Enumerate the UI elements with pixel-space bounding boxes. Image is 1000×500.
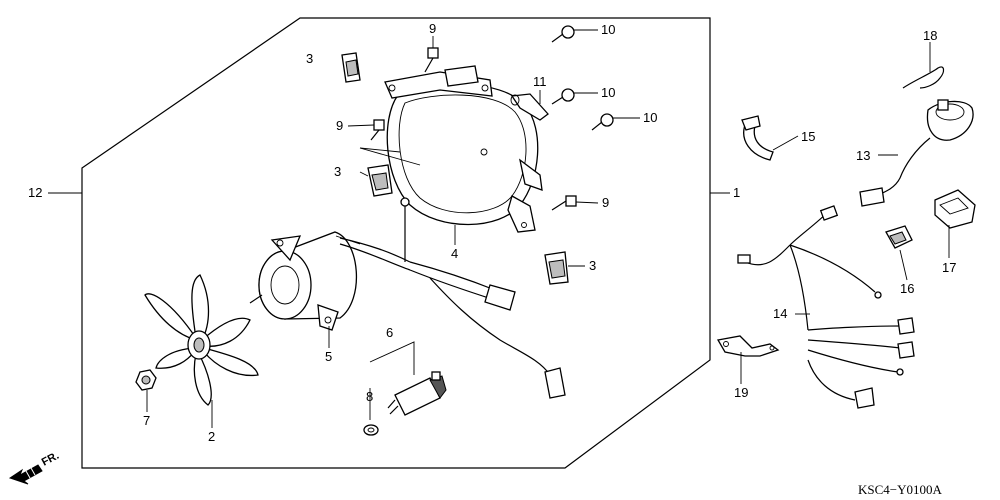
collar-part[interactable] xyxy=(510,93,549,121)
callout-15: 15 xyxy=(801,129,815,144)
bracket-part[interactable] xyxy=(716,335,780,357)
callout-10-top: 10 xyxy=(601,22,615,37)
callout-9-left: 9 xyxy=(336,118,343,133)
callout-8: 8 xyxy=(366,389,373,404)
callout-18: 18 xyxy=(923,28,937,43)
callout-13: 13 xyxy=(856,148,870,163)
diagram-code: KSC4−Y0100A xyxy=(858,482,943,497)
callout-10-lower: 10 xyxy=(643,110,657,125)
callout-16: 16 xyxy=(900,281,914,296)
fan-motor-part[interactable] xyxy=(249,231,361,331)
front-label: FR. xyxy=(40,450,61,469)
callout-12: 12 xyxy=(28,185,42,200)
shroud-part[interactable] xyxy=(384,65,543,233)
callout-3-upper: 3 xyxy=(306,51,313,66)
front-direction-marker: FR. xyxy=(8,450,61,485)
harness-clamp-part[interactable] xyxy=(741,115,774,161)
motor-wire-harness xyxy=(339,197,566,399)
callout-19: 19 xyxy=(734,385,748,400)
clip-part-middle[interactable] xyxy=(367,164,393,197)
screw-part-middle[interactable] xyxy=(551,88,575,105)
callout-5: 5 xyxy=(325,349,332,364)
callout-4: 4 xyxy=(451,246,458,261)
assembly-frame xyxy=(81,17,711,469)
screw-part-lower[interactable] xyxy=(591,113,614,131)
callout-10-middle: 10 xyxy=(601,85,615,100)
front-arrow-icon xyxy=(8,464,43,485)
bolt-part-top[interactable] xyxy=(424,47,439,73)
clip-wire-part[interactable] xyxy=(902,66,945,89)
connector-cover-part[interactable] xyxy=(934,189,976,229)
callout-17: 17 xyxy=(942,260,956,275)
leader-lines xyxy=(48,29,950,428)
callout-3-middle: 3 xyxy=(334,164,341,179)
clip-part-lower[interactable] xyxy=(544,251,569,285)
thermo-switch-part[interactable] xyxy=(387,371,447,416)
callout-labels: 1 2 3 3 3 4 5 6 7 8 9 9 9 10 10 10 11 12… xyxy=(28,21,956,444)
callout-1: 1 xyxy=(733,185,740,200)
callout-2: 2 xyxy=(208,429,215,444)
callout-9-top: 9 xyxy=(429,21,436,36)
fan-part[interactable] xyxy=(144,274,259,406)
callout-9-right: 9 xyxy=(602,195,609,210)
bolt-part-left[interactable] xyxy=(370,119,385,141)
relay-part[interactable] xyxy=(859,99,974,207)
connector-part[interactable] xyxy=(885,225,913,249)
screw-part-top[interactable] xyxy=(551,25,575,43)
sub-harness-part[interactable] xyxy=(737,205,915,409)
callout-3-lower: 3 xyxy=(589,258,596,273)
nut-part[interactable] xyxy=(135,369,157,391)
clip-part-upper[interactable] xyxy=(341,52,361,83)
bolt-part-right[interactable] xyxy=(551,195,577,211)
washer-part[interactable] xyxy=(363,424,379,436)
callout-11: 11 xyxy=(533,74,547,89)
callout-6: 6 xyxy=(386,325,393,340)
callout-7: 7 xyxy=(143,413,150,428)
callout-14: 14 xyxy=(773,306,787,321)
